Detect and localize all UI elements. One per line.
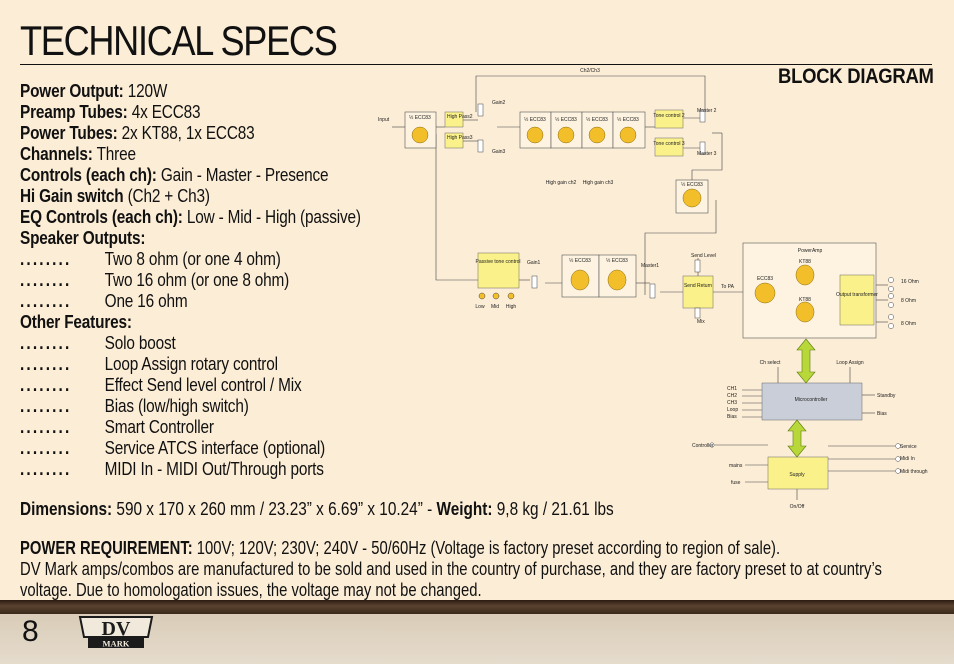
other-features-heading: Other Features: <box>20 311 132 332</box>
label-standby: Standby <box>877 393 896 399</box>
label-ecc83-5: ½ ECC83 <box>617 116 639 123</box>
label-kt88-1: KT88 <box>799 259 811 265</box>
label-midi-through: Midi through <box>900 469 928 475</box>
label-high-pass2: High Pass2 <box>447 114 473 120</box>
label-ecc83-8: ½ ECC83 <box>606 257 628 264</box>
spec-row-power-output: Power Output: 120W <box>20 80 168 101</box>
svg-text:MARK: MARK <box>103 639 130 649</box>
spec-row-controls: Controls (each ch): Gain - Master - Pres… <box>20 164 329 185</box>
page-number: 8 <box>22 615 39 648</box>
label-ch2: CH2 <box>727 393 737 399</box>
label-kt88-2: KT88 <box>799 297 811 303</box>
label-high-gain-ch3: High gain ch3 <box>583 180 614 186</box>
voltage-note: DV Mark amps/combos are manufactured to … <box>20 558 882 600</box>
spec-row-channels: Channels: Three <box>20 143 136 164</box>
label-master2: Master 2 <box>697 108 717 114</box>
label-mid: Mid <box>491 304 499 310</box>
label-master1: Master1 <box>641 263 659 269</box>
svg-text:DV: DV <box>102 618 131 640</box>
feature-item: ........Solo boost <box>20 332 176 353</box>
label-loop: Loop <box>727 407 738 413</box>
speaker-output-item: ........Two 16 ohm (or one 8 ohm) <box>20 269 290 290</box>
label-ecc83-7: ½ ECC83 <box>569 257 591 264</box>
label-service: Service <box>900 444 917 450</box>
label-passive-tone-control: Passive tone control <box>475 259 520 265</box>
block-diagram-title: BLOCK DIAGRAM <box>778 65 934 88</box>
footer-band <box>0 600 954 664</box>
label-8-ohm-1: 8 Ohm <box>901 298 916 304</box>
label-ecc83-3: ½ ECC83 <box>555 116 577 123</box>
dv-mark-logo: DV MARK <box>78 616 154 649</box>
label-midi-in: Midi In <box>900 456 915 462</box>
label-supply: Supply <box>789 472 805 478</box>
label-on-off: On/Off <box>790 504 805 510</box>
label-controller: Controller <box>692 443 714 449</box>
label-output-transformer: Output transformer <box>836 292 878 298</box>
spec-row-power-tubes: Power Tubes: 2x KT88, 1x ECC83 <box>20 122 255 143</box>
label-8-ohm-2: 8 Ohm <box>901 321 916 327</box>
page-title: TECHNICAL SPECS <box>20 17 338 64</box>
label-to-pa: To PA <box>721 284 735 290</box>
label-tone-control-3: Tone control 3 <box>653 141 685 147</box>
label-send-return: Send Return <box>684 283 712 289</box>
label-mix: Mix <box>697 319 705 325</box>
feature-item: ........Smart Controller <box>20 416 214 437</box>
dimensions-line: Dimensions: 590 x 170 x 260 mm / 23.23” … <box>20 498 614 519</box>
label-16-ohm: 16 Ohm <box>901 279 919 285</box>
label-ecc83-1: ½ ECC83 <box>409 114 431 121</box>
label-ecc83-6: ½ ECC83 <box>681 181 703 188</box>
feature-item: ........Bias (low/high switch) <box>20 395 249 416</box>
speaker-output-item: ........Two 8 ohm (or one 4 ohm) <box>20 248 281 269</box>
speaker-output-item: ........One 16 ohm <box>20 290 188 311</box>
label-ch3: CH3 <box>727 400 737 406</box>
label-high: High <box>506 304 517 310</box>
label-mains: mains <box>729 463 743 469</box>
label-gain3: Gain3 <box>492 149 506 155</box>
label-input: Input <box>378 117 390 123</box>
label-gain1: Gain1 <box>527 260 541 266</box>
label-ch2ch3: Ch2/Ch3 <box>580 68 600 74</box>
title-rule <box>20 64 932 65</box>
label-bias-right: Bias <box>877 411 887 417</box>
label-send-level: Send Level <box>691 253 716 259</box>
label-gain2: Gain2 <box>492 100 506 106</box>
feature-item: ........MIDI In - MIDI Out/Through ports <box>20 458 324 479</box>
feature-item: ........Loop Assign rotary control <box>20 353 278 374</box>
label-ecc83-power: ECC83 <box>757 276 773 282</box>
spec-row-eq-controls: EQ Controls (each ch): Low - Mid - High … <box>20 206 361 227</box>
label-low: Low <box>475 304 485 310</box>
spec-row-speaker-outputs: Speaker Outputs: <box>20 227 146 248</box>
spec-row-preamp-tubes: Preamp Tubes: 4x ECC83 <box>20 101 201 122</box>
label-poweramp: PowerAmp <box>798 248 823 254</box>
feature-item: ........Effect Send level control / Mix <box>20 374 302 395</box>
feature-item: ........Service ATCS interface (optional… <box>20 437 326 458</box>
label-ch1: CH1 <box>727 386 737 392</box>
label-tone-control-2: Tone control 2 <box>653 113 685 119</box>
power-requirement: POWER REQUIREMENT: 100V; 120V; 230V; 240… <box>20 537 932 600</box>
label-high-pass3: High Pass3 <box>447 135 473 141</box>
label-ch-select: Ch select <box>760 360 781 366</box>
label-master3: Master 3 <box>697 151 717 157</box>
label-high-gain-ch2: High gain ch2 <box>546 180 577 186</box>
label-microcontroller: Microcontroller <box>795 397 828 403</box>
label-fuse: fuse <box>731 480 741 486</box>
label-bias: Bias <box>727 414 737 420</box>
spec-row-hi-gain: Hi Gain switch (Ch2 + Ch3) <box>20 185 210 206</box>
spec-list: Power Output: 120W Preamp Tubes: 4x ECC8… <box>20 80 420 479</box>
label-ecc83-2: ½ ECC83 <box>524 116 546 123</box>
label-ecc83-4: ½ ECC83 <box>586 116 608 123</box>
label-loop-assign: Loop Assign <box>836 360 863 366</box>
power-requirement-label: POWER REQUIREMENT: <box>20 537 193 558</box>
